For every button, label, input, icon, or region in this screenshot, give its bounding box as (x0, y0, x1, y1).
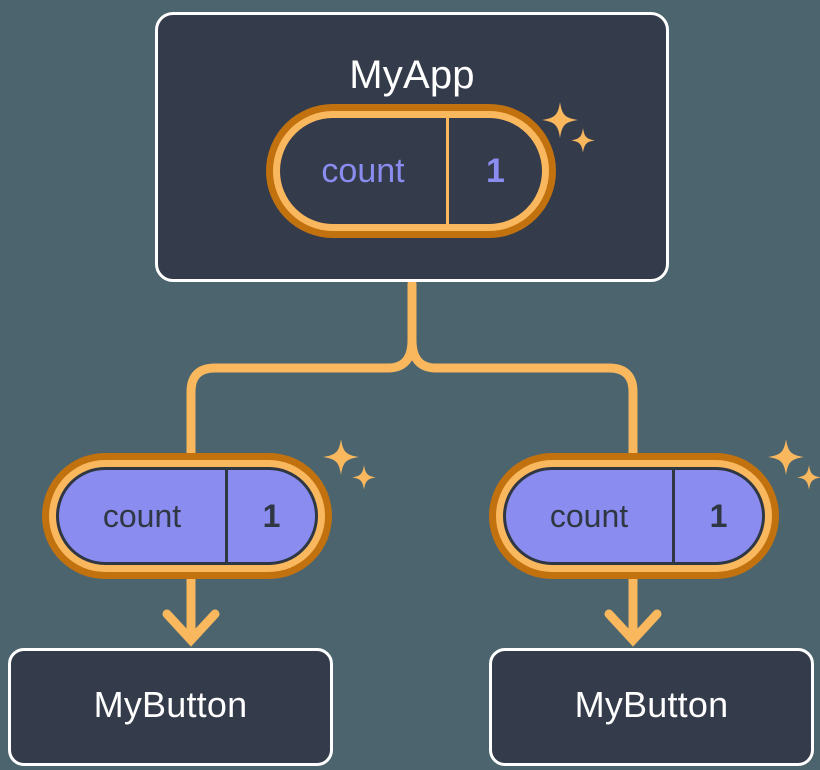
state-value: 1 (672, 470, 762, 562)
state-value: 1 (225, 470, 315, 562)
connector-branch-left (186, 335, 417, 460)
component-card-mybutton-left[interactable]: MyButton (8, 648, 333, 766)
state-key: count (102, 497, 182, 534)
state-pill-myapp[interactable]: count 1 (266, 104, 556, 238)
state-pill-ring: count 1 (49, 460, 325, 572)
component-title-myapp: MyApp (349, 53, 475, 97)
sparkle-large-icon (323, 439, 359, 475)
sparkle-small-icon (797, 465, 820, 490)
connector-arrow-left-head (162, 609, 220, 647)
state-key: count (549, 497, 629, 534)
state-value: 1 (446, 118, 542, 224)
state-pill-ring: count 1 (496, 460, 772, 572)
state-pill-body: count 1 (56, 467, 318, 565)
state-pill-body: count 1 (503, 467, 765, 565)
connector-branch-right (407, 335, 638, 460)
connector-arrow-right-head (604, 609, 662, 647)
state-pill-mybutton-right[interactable]: count 1 (489, 453, 779, 579)
state-key: count (321, 151, 405, 190)
component-card-mybutton-right[interactable]: MyButton (489, 648, 814, 766)
state-pill-mybutton-left[interactable]: count 1 (42, 453, 332, 579)
state-pill-ring: count 1 (273, 111, 549, 231)
component-title-mybutton-left: MyButton (93, 684, 248, 725)
state-pill-body: count 1 (280, 118, 542, 224)
component-title-mybutton-right: MyButton (574, 684, 729, 725)
sparkle-large-icon (768, 439, 804, 475)
sparkle-small-icon (352, 465, 376, 490)
